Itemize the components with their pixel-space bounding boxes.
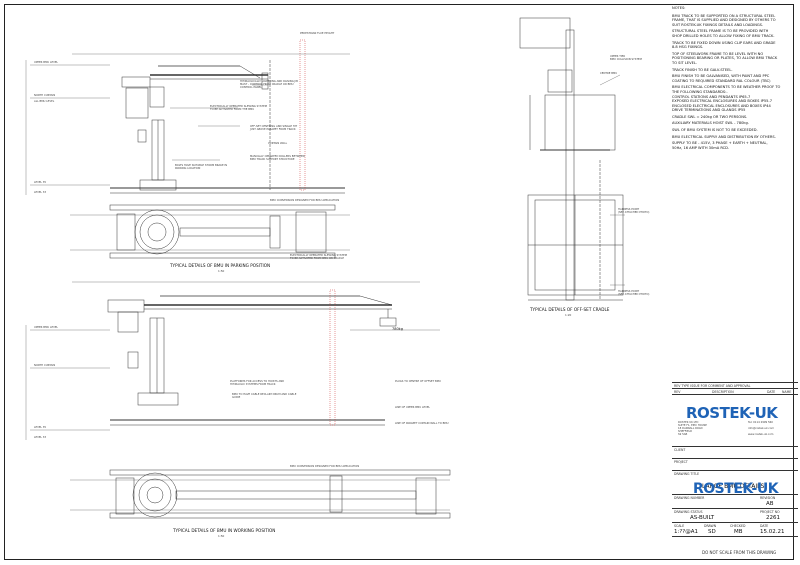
- callout-curtain-wall: CURTAIN WALL: [268, 142, 288, 145]
- note-line: POSITIONING BEARING OR PLATES, TO ALLOW …: [672, 56, 778, 61]
- note-line: 50Hz, 16 AMP WITH 30mA RCD.: [672, 145, 730, 150]
- note-line: COATING TO REQUIRED STANDARD RAL COLOUR …: [672, 78, 771, 83]
- callout-upper-bmu-level: LINE OF UPPER BMU LEVEL: [395, 406, 430, 409]
- checked-label: CHECKED: [730, 524, 746, 528]
- drawn-value: SD: [708, 529, 716, 535]
- callout-plugs: PLUGS TO CENTRE OF OFFSET BMU: [395, 380, 441, 383]
- note-line: SUIT ROSTEK-UK FIXINGS DETAILS AND LOADI…: [672, 22, 764, 27]
- note-line: THE FOLLOWING STANDARDS:-: [672, 89, 728, 94]
- note-line: SWL OF BMU SYSTEM IS NOT TO BE EXCEEDED.: [672, 128, 758, 133]
- callout-flue-height: PEDESTRIAN FLUE HEIGHT: [300, 32, 335, 35]
- note-line: CONTROL STATIONS AND PENDANTS IP65-7: [672, 94, 751, 99]
- callout-harness-point-2: HARNESS POINT(SEE ATTACHED PHOTO): [618, 290, 650, 296]
- note-line: BMU ELECTRICAL SUPPLY AND DISTRIBUTION B…: [672, 134, 776, 139]
- do-not-scale: DO NOT SCALE FROM THIS DRAWING: [702, 550, 777, 555]
- notes-panel: NOTES: BMU TRACK TO BE SUPPORTED ON A ST…: [672, 6, 796, 150]
- revision-header: REV TYPE ISSUE FOR COMMENT AND APPROVAL: [674, 384, 751, 388]
- date-col: DATE: [767, 390, 776, 394]
- sheet-border: [4, 4, 794, 560]
- note-line: STRUCTURAL STEEL FRAME IS TO BE PROVIDED…: [672, 29, 769, 34]
- note-line: AUXILIARY MATERIALS HOIST SWL - 780kg.: [672, 121, 749, 126]
- rev-col: REV: [674, 390, 681, 394]
- caption-off-set-cradle: TYPICAL DETAILS OF OFF-SET CRADLE: [530, 307, 610, 312]
- scale-label: SCALE: [674, 524, 685, 528]
- rostek-logo-footer: ROSTEK-UK: [693, 481, 779, 497]
- note-line: SHOP DRILLED HOLES TO ALLOW FIXING OF BM…: [672, 33, 775, 38]
- note-line: DRIVE TERMINATIONS AND GLANDS IP55: [672, 108, 746, 113]
- drawing-number-label: DRAWING NUMBER: [674, 496, 705, 500]
- callout-bmu-conversion-top: BMU CONVERSION DESIGNED FOR BMU APPLICAT…: [270, 199, 340, 202]
- note-line: EXPOSED ELECTRICAL ENCLOSURES AND BOXES …: [672, 99, 772, 104]
- drawing-status: AS-BUILT: [690, 515, 715, 521]
- date-value: 15.02.21: [760, 529, 785, 535]
- note-line: TRACK FINISH TO BE GALV-STEEL.: [672, 67, 733, 72]
- level-label: NORTH CURTAIN: [34, 94, 56, 97]
- level-label: LEVEL 35: [34, 181, 47, 184]
- callout-cable-reclaim: BMU TO HAVE CABLE RECLAIM DRUM AND CABLE…: [232, 393, 297, 399]
- callout-swl: 780kg: [392, 327, 403, 331]
- callout-centre-bmu: CENTRE BMU: [600, 72, 618, 75]
- revision-label: REVISION: [760, 496, 776, 500]
- notes-title: NOTES:: [672, 6, 686, 10]
- name-col: NAME: [782, 390, 792, 394]
- caption-scale: 1:50: [218, 269, 225, 273]
- note-line: TOP OF STEELWORK FRAME TO BE LEVEL WITH …: [672, 51, 764, 56]
- note-line: BMU ELECTRICAL COMPONENTS TO BE WEATHER …: [672, 85, 781, 90]
- project-label: PROJECT: [674, 460, 688, 464]
- company-contact: Tel: 0114 2999 560 info@rostek-uk.com ww…: [748, 421, 774, 436]
- title-block: REV TYPE ISSUE FOR COMMENT AND APPROVAL …: [672, 382, 798, 562]
- notes-lines: BMU TRACK TO BE SUPPORTED ON A STRUCTURA…: [672, 14, 796, 151]
- callout-bmu-conversion-bottom: BMU CONVERSION DESIGNED FOR BMU APPLICAT…: [290, 465, 360, 468]
- desc-col: DESCRIPTION: [712, 390, 734, 394]
- callout-harness-point-1: HARNESS POINT(SEE ATTACHED PHOTO): [618, 208, 650, 214]
- date-label: DATE: [760, 524, 769, 528]
- drawing-title-label: DRAWING TITLE: [674, 472, 700, 476]
- project-no: 2261: [766, 515, 780, 521]
- caption-scale: 1:20: [565, 313, 572, 317]
- caption-scale: 1:50: [218, 534, 225, 538]
- note-line: ENCLOSED ELECTRICAL ENCLOSURES AND BOXES…: [672, 103, 771, 108]
- caption-working-position: TYPICAL DETAILS OF BMU IN WORKING POSITI…: [173, 528, 276, 533]
- note-line: SUPPLY TO BE - 415V, 3 PHASE + EARTH + N…: [672, 141, 768, 146]
- level-label: LEVEL 33: [34, 191, 47, 194]
- note-line: BMU TRACK TO BE SUPPORTED ON A STRUCTURA…: [672, 13, 776, 18]
- rostek-logo: ROSTEK-UK: [686, 404, 778, 422]
- drawing-status-label: DRAWING STATUS: [674, 510, 703, 514]
- level-label: ALL BMU LEVEL: [34, 100, 55, 103]
- level-label: LEVEL 35: [34, 426, 47, 429]
- level-label: LEVEL 33: [34, 436, 47, 439]
- scale-value: 1:??@A1: [674, 529, 698, 535]
- level-label: UPPER BMU LEVEL: [34, 61, 58, 64]
- callout-parapet: LINE OF PARAPET CURTAIN WALL TO BMU: [395, 422, 449, 425]
- level-label: UPPER BMU LEVEL: [34, 326, 58, 329]
- checked-value: MB: [734, 529, 743, 535]
- caption-parking-position: TYPICAL DETAILS OF BMU IN PARKING POSITI…: [170, 263, 271, 268]
- company-address: ROSTEK UK LTD SUITE F1, EPIC HOUSE 18 DA…: [678, 421, 707, 436]
- note-line: TO SIT LEVEL.: [672, 60, 697, 65]
- client-label: CLIENT: [674, 448, 686, 452]
- note-line: FRAME, THAT IS SUPPLIED AND DESIGNED BY …: [672, 18, 776, 23]
- note-line: BMU FINISH TO BE GALVANISED, WITH PAINT …: [672, 74, 770, 79]
- note-line: 8.8 HSG FIXINGS.: [672, 45, 704, 50]
- revision-value: AB: [766, 501, 774, 507]
- drawn-label: DRAWN: [704, 524, 717, 528]
- drawing-title: LARGE BMU DETAILS: [702, 483, 765, 490]
- note-line: CRADLE SWL = 240kg OR TWO PERSONS.: [672, 114, 748, 119]
- project-no-label: PROJECT NO: [760, 510, 780, 514]
- level-label: NORTH CURTAIN: [34, 364, 56, 367]
- note-line: TRACK TO BE FIXED DOWN USING CLIP EARS A…: [672, 40, 776, 45]
